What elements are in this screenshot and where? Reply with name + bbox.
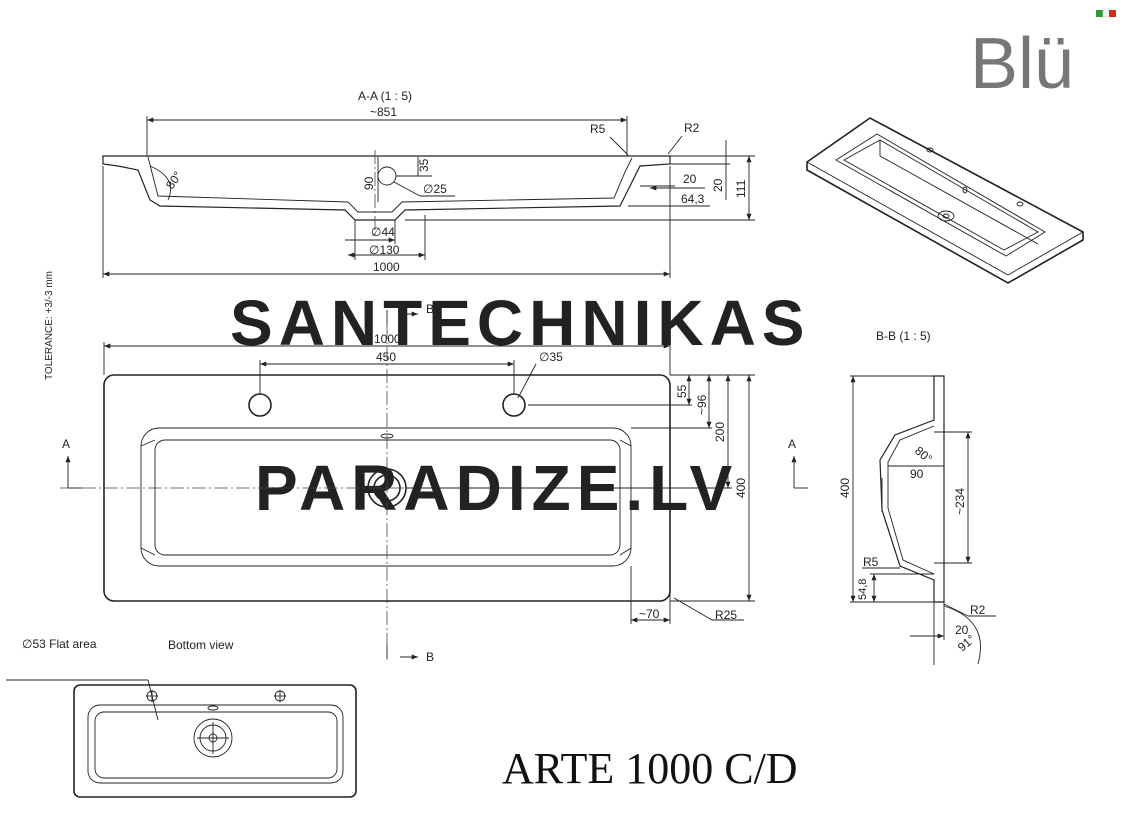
top-view-basin-rim [140,427,632,567]
dim-drain-130: ∅130 [369,243,400,257]
top-view: 1000 450 ∅35 55 ~96 200 400 ~70 R25 [60,302,755,664]
flat-area-label: ∅53 Flat area [22,637,97,651]
dim-r2: R2 [684,121,700,135]
dim-r25: R25 [715,608,737,622]
angle-arc [149,165,172,201]
dim-55: 55 [675,384,689,398]
dim-851: ~851 [370,105,397,119]
dim-90: 90 [362,176,376,190]
brand-logo: Blü [970,9,1116,104]
bottom-view-outline [73,684,357,798]
dim-70: ~70 [639,607,660,621]
top-view-basin-floor [154,439,621,556]
dim-400-top: 400 [734,478,748,498]
leader-r2 [667,135,683,155]
iso-tap-hole-right [1016,201,1024,207]
dim-20-v: 20 [711,178,725,192]
leader-r5 [609,136,629,156]
dim-hole-25: ∅25 [423,182,447,196]
section-bb: B-B (1 : 5) 400 80° 90 ~234 R5 54,8 R2 2… [788,329,996,665]
watermark-line-1: SANTECHNIKAS [230,287,810,359]
dim-1000-top: 1000 [374,332,401,346]
leader-flat-area-diag [147,679,159,721]
dim-400-bb: 400 [838,478,852,498]
bottom-view-basin-outer [87,704,344,784]
iso-top-edge [806,161,1084,276]
logo-flag-red [1109,10,1116,17]
logo-flag-green [1096,10,1103,17]
leader-r25 [673,597,713,621]
iso-basin-rim [835,133,1046,257]
dim-54-bb: 54,8 [857,579,869,600]
bottom-view-basin-inner [94,711,338,779]
bb-inner-surface [887,425,935,575]
logo-text: Blü [970,24,1074,104]
bb-section-profile [879,375,945,603]
bottom-view: ∅53 Flat area Bottom view [6,637,357,798]
tolerance-note: TOLERANCE: +3/-3 mm [44,271,55,380]
bottom-overflow [207,705,219,711]
watermark: SANTECHNIKAS PARADIZE.LV [230,287,810,524]
basin-corner-lines [140,439,632,556]
bottom-drain-outer [193,718,233,758]
logo-flag-white [1102,9,1110,18]
cut-b-top-label: B [426,302,434,316]
iso-drain [937,210,955,222]
dim-1000-aa: 1000 [373,260,400,274]
isometric-view [806,117,1084,284]
dim-90-bb: 90 [910,467,924,481]
leader-25 [393,181,421,197]
dim-64: 64,3 [681,192,705,206]
leader-35 [517,363,537,399]
dim-hole-35: ∅35 [539,350,563,364]
dim-200: 200 [713,422,727,442]
leader-r2-bb [943,603,969,617]
basin-section-profile [102,155,671,221]
iso-drain-inner [942,213,950,219]
dim-111: 111 [734,179,748,198]
dim-20-bb: 20 [955,623,969,637]
cut-a-label: A [62,437,70,451]
cut-b-bottom-label: B [426,650,434,664]
tap-hole-left [248,393,272,417]
dim-35: 35 [417,158,431,172]
tap-hole-right [502,393,526,417]
cut-a-bb-label: A [788,437,796,451]
section-aa: A-A (1 : 5) ~851 R5 R2 80° 90 35 ∅25 [102,89,755,278]
iso-tap-hole-left [926,147,934,153]
dim-r5-bb: R5 [863,555,879,569]
iso-basin-wall [879,140,1039,245]
iso-overflow [962,186,968,194]
angle-arc-91 [943,605,981,665]
dim-96: ~96 [695,394,709,415]
basin-inner-surface [147,156,633,213]
section-bb-label: B-B (1 : 5) [876,329,931,343]
section-aa-label: A-A (1 : 5) [358,89,412,103]
dim-r2-bb: R2 [970,603,986,617]
dim-450: 450 [376,350,396,364]
product-title: ARTE 1000 C/D [502,744,798,793]
dim-drain-44: ∅44 [371,225,395,239]
iso-outline [806,117,1084,284]
bottom-view-label: Bottom view [168,638,234,652]
dim-20-h: 20 [683,172,697,186]
dim-r5: R5 [590,122,606,136]
dim-234: ~234 [953,488,967,515]
